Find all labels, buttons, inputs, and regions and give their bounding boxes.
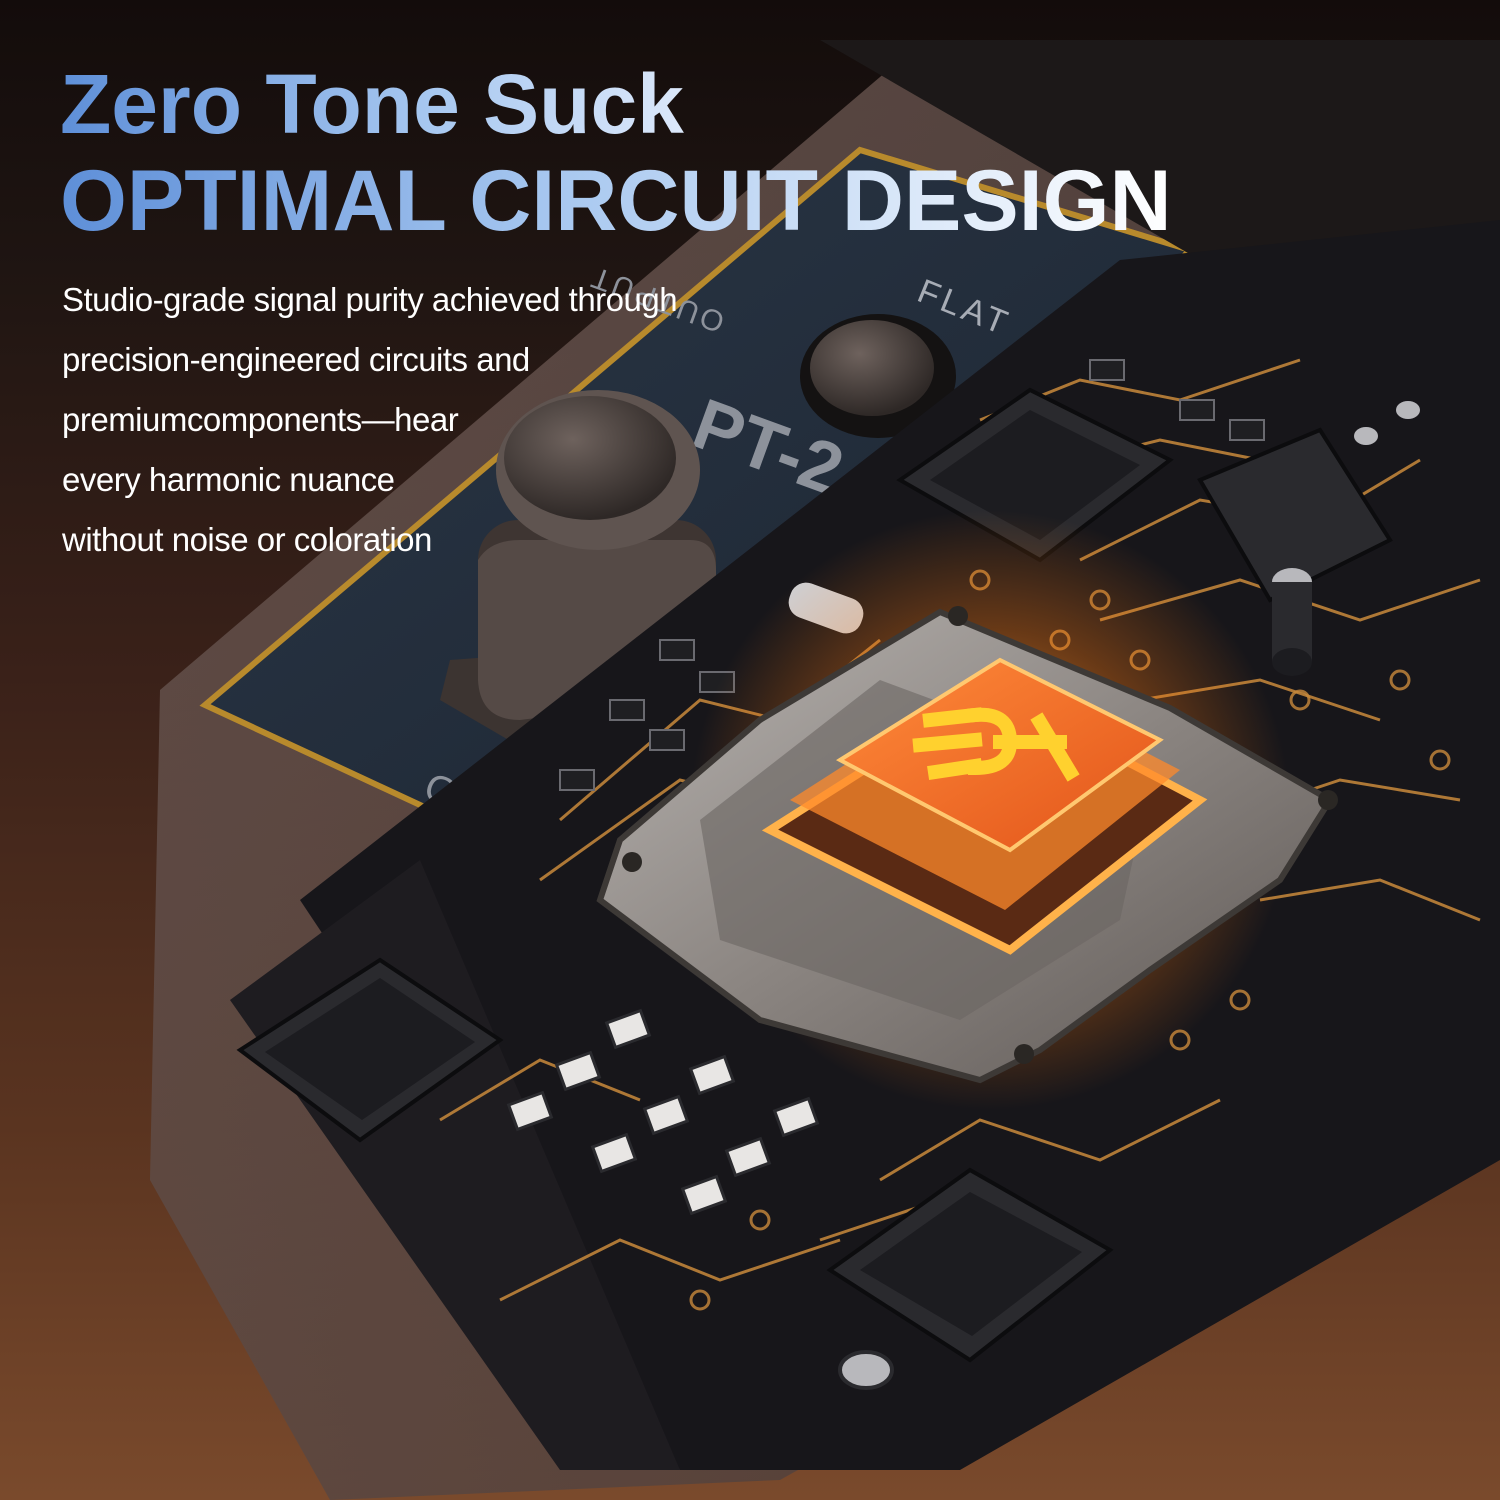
description-line: Studio-grade signal purity achieved thro…: [62, 281, 678, 318]
brand-logo-icon: [912, 707, 1080, 782]
processor-chip: [761, 657, 1208, 955]
ic-chip-left: [236, 957, 504, 1143]
ic-chip-bottom: [826, 1167, 1114, 1363]
description-line: precision-engineered circuits and: [62, 341, 530, 378]
headline-title: Zero Tone Suck: [60, 57, 684, 151]
description-line: premiumcomponents—hear: [62, 401, 459, 438]
description-line: without noise or coloration: [62, 521, 432, 558]
description-line: every harmonic nuance: [62, 461, 395, 498]
flat-knob: [800, 314, 956, 438]
description: Studio-grade signal purity achieved thro…: [62, 270, 762, 570]
headline-subtitle: OPTIMAL CIRCUIT DESIGN: [60, 153, 1172, 249]
ic-chip-right: [1197, 427, 1393, 603]
